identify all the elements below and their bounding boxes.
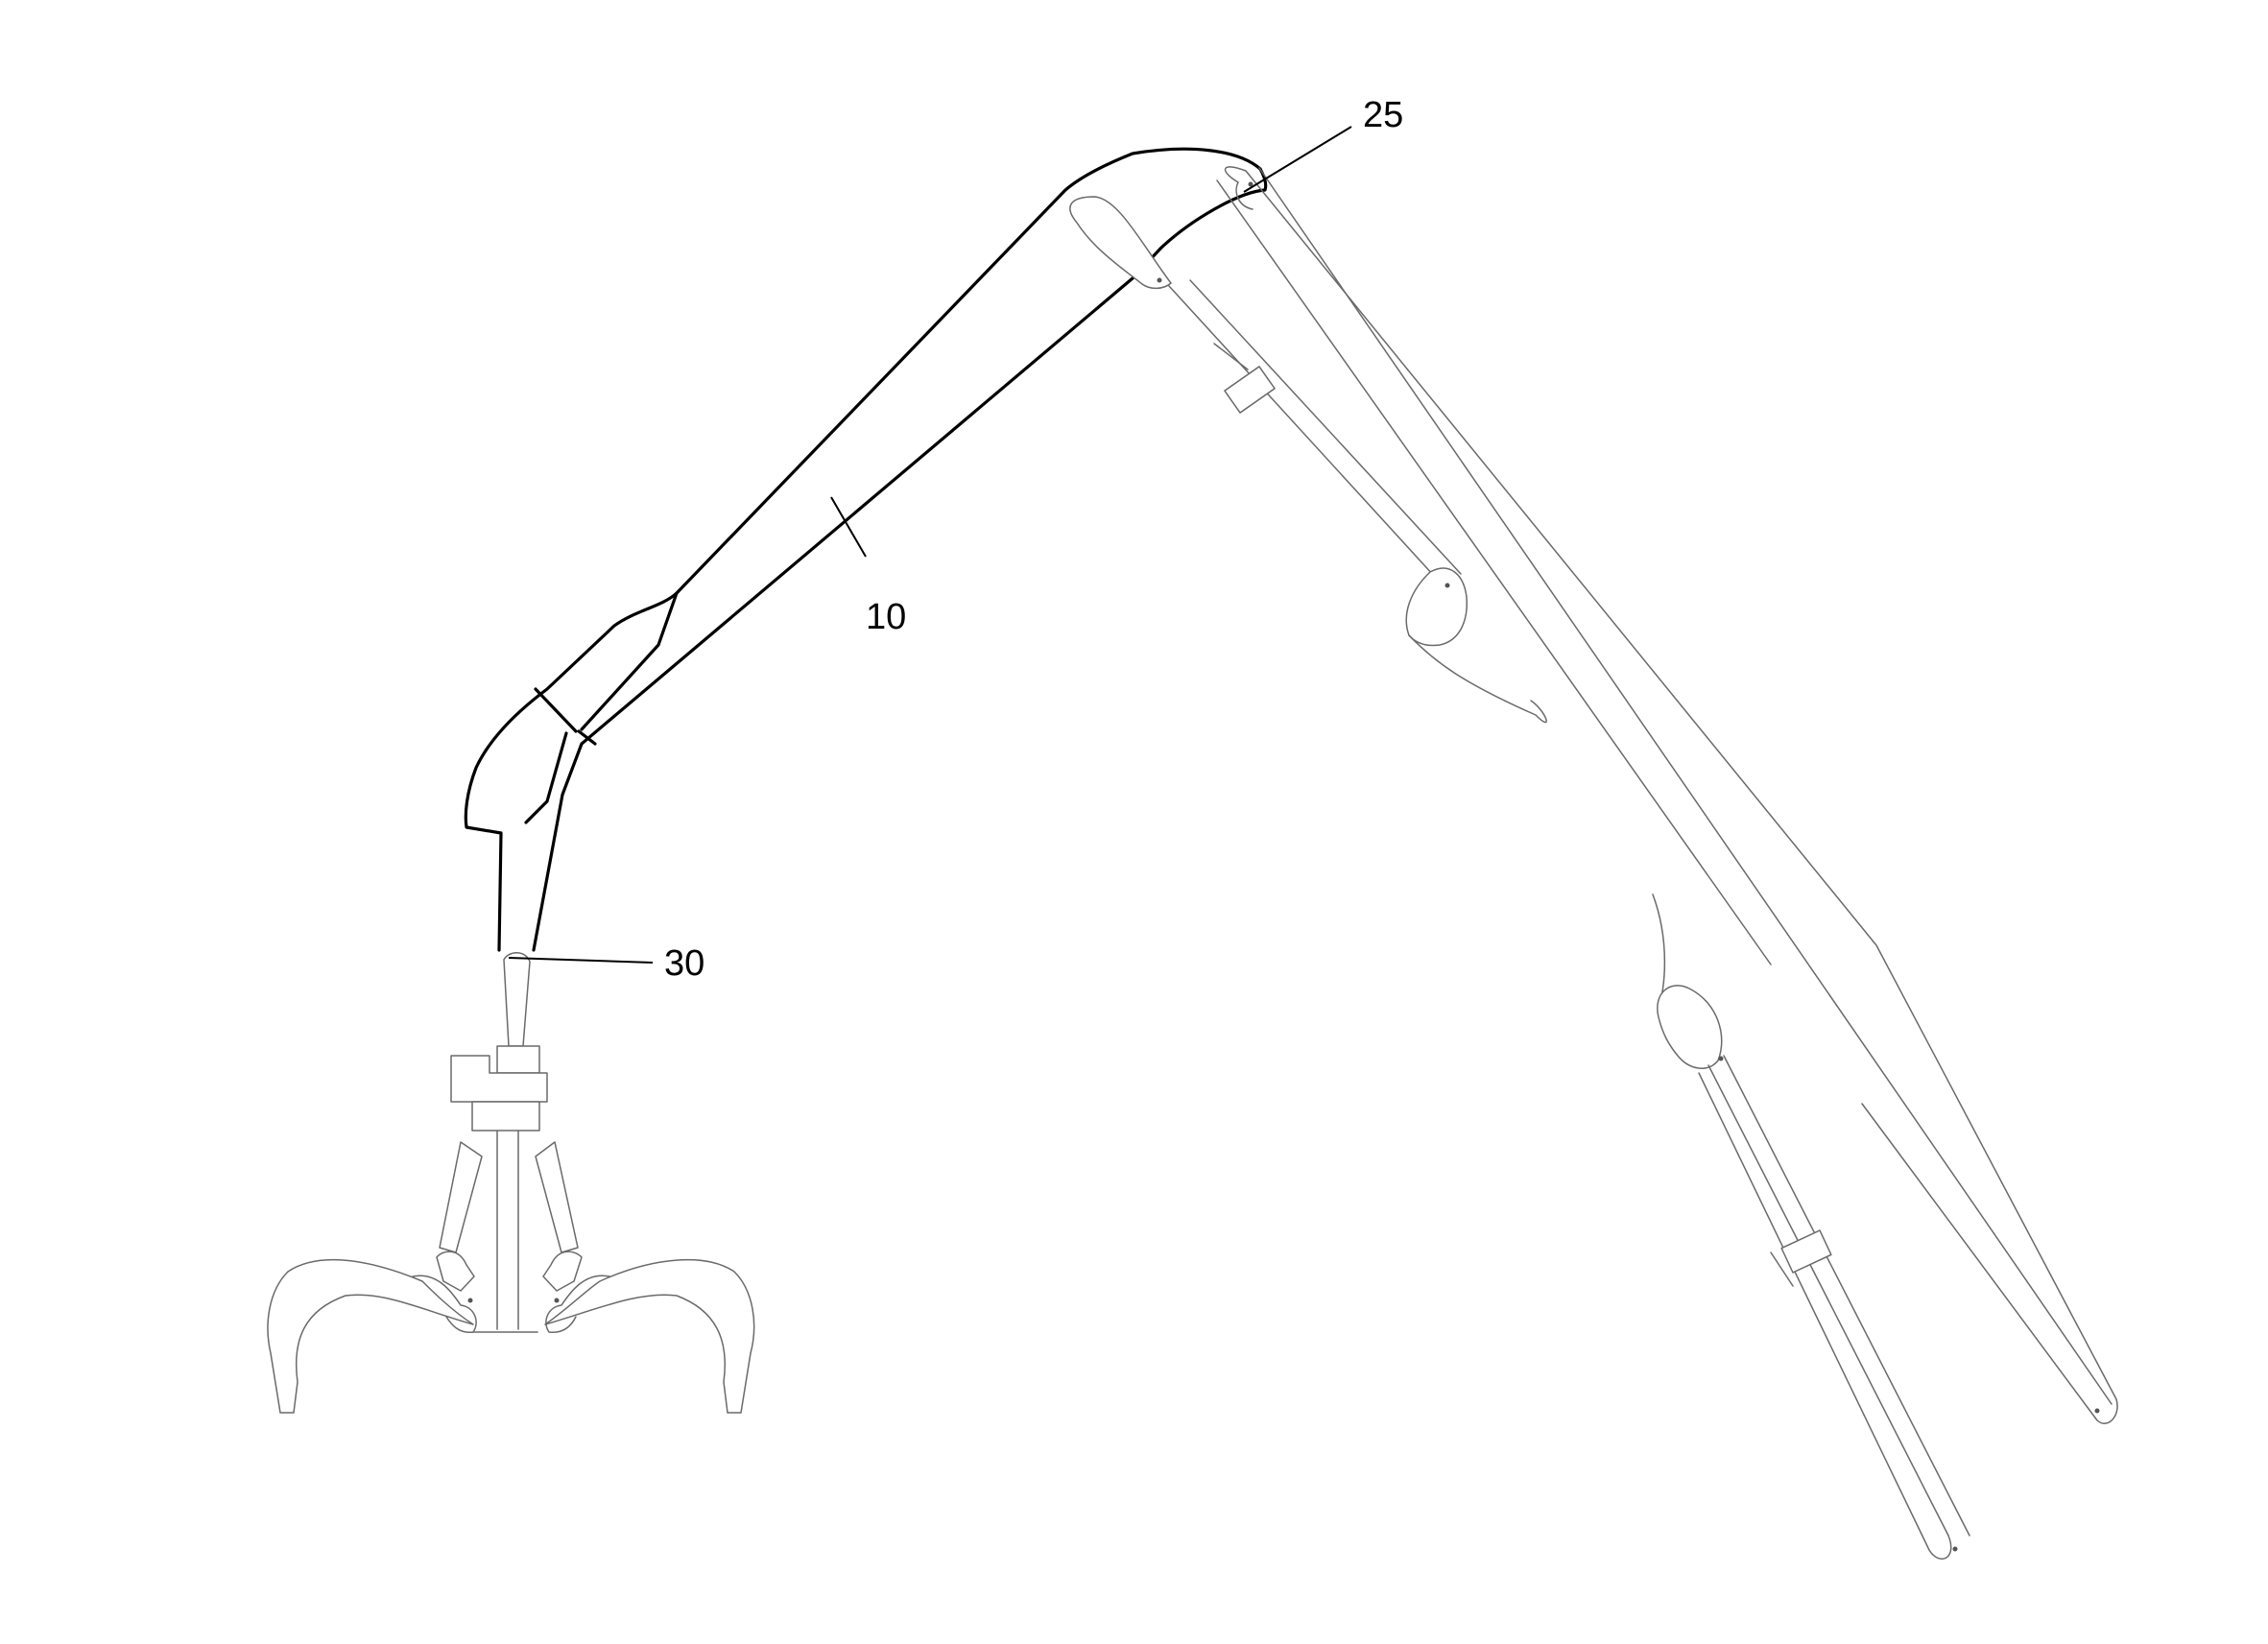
upper-cylinder — [1168, 279, 1462, 588]
lower-pivot-lug — [1652, 893, 1724, 1069]
lower-cylinder — [1698, 1055, 1970, 1560]
knuckle-arm — [1216, 166, 2118, 1424]
reference-label-30: 30 — [664, 943, 704, 984]
reference-leaders — [508, 126, 1352, 964]
rotator-link — [450, 952, 548, 1132]
upper-pivot-lug — [1069, 196, 1172, 290]
middle-pivot-lug — [1405, 567, 1547, 724]
leader-30 — [508, 957, 654, 964]
leader-10 — [830, 496, 867, 558]
leader-25 — [1243, 126, 1352, 193]
reference-label-25: 25 — [1363, 95, 1403, 135]
grapple — [267, 1130, 755, 1414]
reference-label-10: 10 — [866, 597, 906, 637]
